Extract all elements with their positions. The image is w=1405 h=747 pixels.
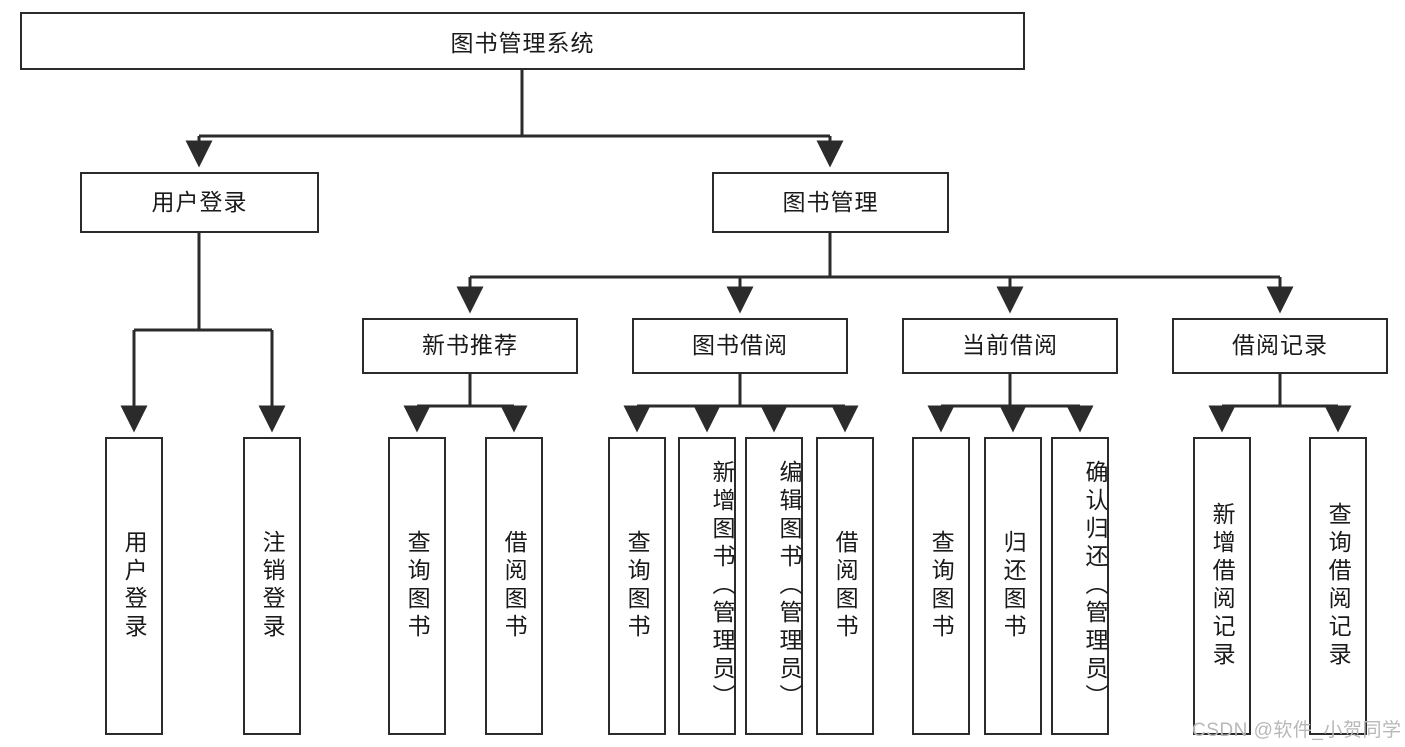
leaf-borrow-book-rec[interactable]: 借阅图书 bbox=[485, 437, 543, 735]
leaf-query-book-b[interactable]: 查询图书 bbox=[608, 437, 666, 735]
leaf-query-record[interactable]: 查询借阅记录 bbox=[1309, 437, 1367, 735]
leaf-add-record[interactable]: 新增借阅记录 bbox=[1193, 437, 1251, 735]
node-current-borrow[interactable]: 当前借阅 bbox=[902, 318, 1118, 374]
leaf-add-book[interactable]: 新增图书（管理员） bbox=[678, 437, 736, 735]
node-root[interactable]: 图书管理系统 bbox=[20, 12, 1025, 70]
csdn-watermark: CSDN @软件_小贺同学 bbox=[1192, 720, 1402, 741]
leaf-query-book-c[interactable]: 查询图书 bbox=[912, 437, 970, 735]
leaf-return-book[interactable]: 归还图书 bbox=[984, 437, 1042, 735]
leaf-confirm-return[interactable]: 确认归还（管理员） bbox=[1051, 437, 1109, 735]
leaf-query-book-rec[interactable]: 查询图书 bbox=[388, 437, 446, 735]
node-user-login[interactable]: 用户登录 bbox=[80, 172, 319, 233]
leaf-borrow-book-b[interactable]: 借阅图书 bbox=[816, 437, 874, 735]
node-new-book-rec[interactable]: 新书推荐 bbox=[362, 318, 578, 374]
leaf-user-login-do[interactable]: 用户登录 bbox=[105, 437, 163, 735]
leaf-edit-book[interactable]: 编辑图书（管理员） bbox=[745, 437, 803, 735]
node-borrow-record[interactable]: 借阅记录 bbox=[1172, 318, 1388, 374]
node-book-manage[interactable]: 图书管理 bbox=[712, 172, 949, 233]
leaf-user-logout[interactable]: 注销登录 bbox=[243, 437, 301, 735]
node-book-borrow[interactable]: 图书借阅 bbox=[632, 318, 848, 374]
